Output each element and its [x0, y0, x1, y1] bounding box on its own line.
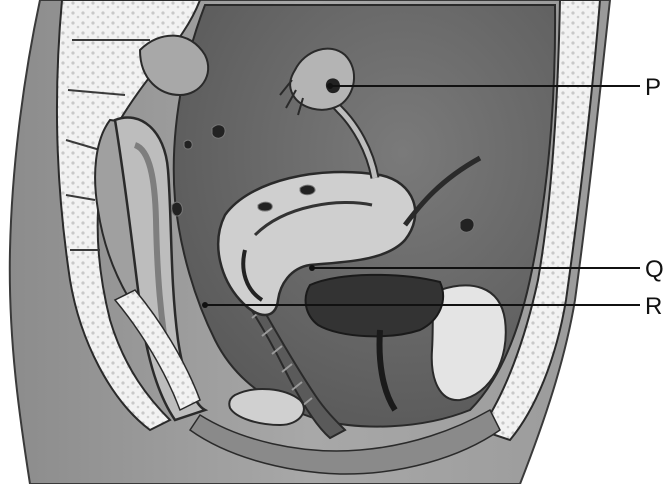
label-text-R: R: [645, 293, 662, 320]
label-text-P: P: [645, 74, 661, 101]
label-text-Q: Q: [645, 256, 664, 283]
leader-dot-P: [327, 83, 333, 89]
leader-dot-Q: [309, 265, 315, 271]
leader-dot-R: [202, 302, 208, 308]
